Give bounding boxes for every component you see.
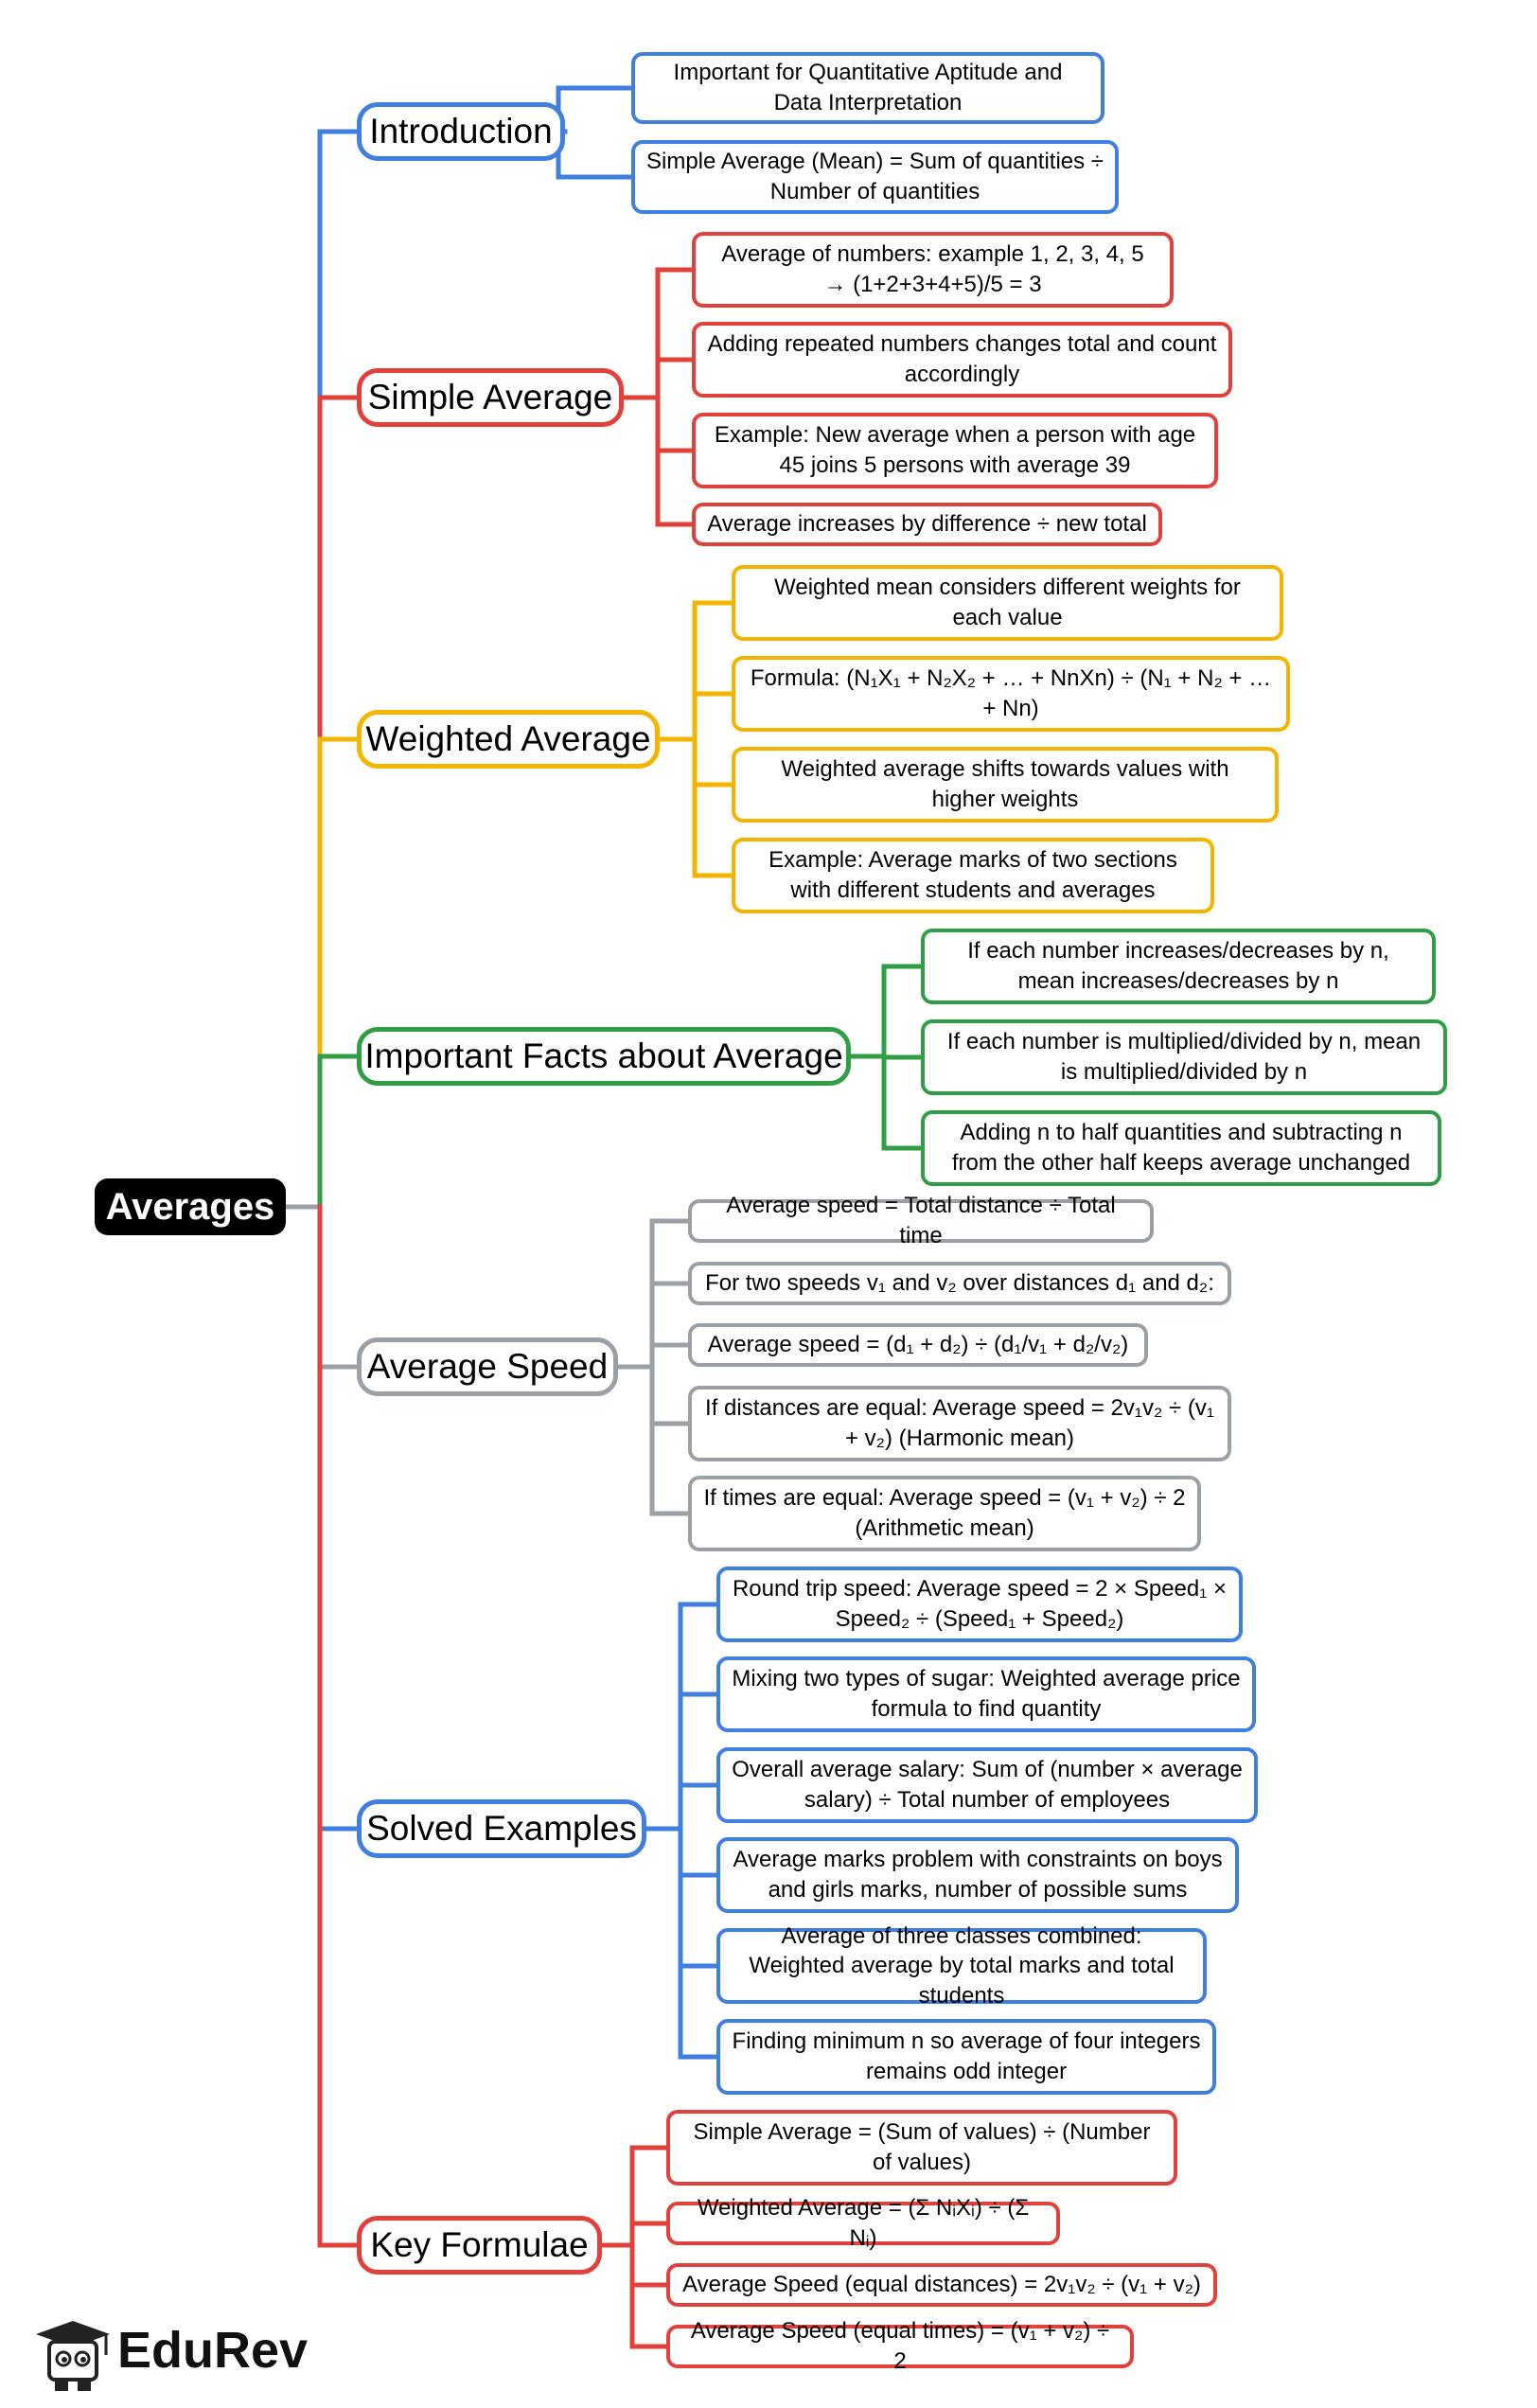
- leaf-solved-examples-1: Round trip speed: Average speed = 2 × Sp…: [716, 1567, 1243, 1642]
- leaf-important-facts-about-average-2: If each number is multiplied/divided by …: [921, 1019, 1447, 1095]
- leaf-weighted-average-4: Example: Average marks of two sections w…: [732, 838, 1214, 913]
- brand-name: EduRev: [117, 2322, 309, 2379]
- branch-important-facts-about-average: Important Facts about Average: [357, 1027, 851, 1086]
- branch-average-speed: Average Speed: [357, 1337, 618, 1396]
- leaf-average-speed-4: If distances are equal: Average speed = …: [688, 1386, 1231, 1461]
- leaf-solved-examples-3: Overall average salary: Sum of (number ×…: [716, 1747, 1258, 1823]
- branch-solved-examples: Solved Examples: [357, 1799, 646, 1858]
- branch-weighted-average: Weighted Average: [357, 710, 660, 769]
- branch-introduction: Introduction: [357, 102, 565, 161]
- leaf-key-formulae-1: Simple Average = (Sum of values) ÷ (Numb…: [666, 2110, 1177, 2186]
- leaf-introduction-2: Simple Average (Mean) = Sum of quantitie…: [631, 140, 1119, 214]
- leaf-important-facts-about-average-1: If each number increases/decreases by n,…: [921, 929, 1436, 1004]
- leaf-key-formulae-2: Weighted Average = (Σ NᵢXᵢ) ÷ (Σ Nᵢ): [666, 2195, 1060, 2251]
- leaf-solved-examples-6: Finding minimum n so average of four int…: [716, 2019, 1216, 2095]
- leaf-simple-average-4: Average increases by difference ÷ new to…: [692, 503, 1162, 546]
- graduation-cap-mascot-icon: [36, 2321, 110, 2391]
- leaf-weighted-average-2: Formula: (N₁X₁ + N₂X₂ + … + NnXn) ÷ (N₁ …: [732, 656, 1290, 732]
- leaf-weighted-average-1: Weighted mean considers different weight…: [732, 565, 1283, 641]
- leaf-average-speed-5: If times are equal: Average speed = (v₁ …: [688, 1476, 1201, 1551]
- branch-simple-average: Simple Average: [357, 368, 624, 427]
- leaf-important-facts-about-average-3: Adding n to half quantities and subtract…: [921, 1110, 1441, 1186]
- leaf-average-speed-1: Average speed = Total distance ÷ Total t…: [688, 1193, 1154, 1248]
- branch-key-formulae: Key Formulae: [357, 2216, 602, 2275]
- leaf-solved-examples-5: Average of three classes combined: Weigh…: [716, 1923, 1207, 2009]
- edurev-logo: EduRev: [32, 2315, 316, 2397]
- leaf-weighted-average-3: Weighted average shifts towards values w…: [732, 747, 1279, 823]
- leaf-simple-average-3: Example: New average when a person with …: [692, 413, 1218, 488]
- leaf-key-formulae-3: Average Speed (equal distances) = 2v₁v₂ …: [666, 2263, 1217, 2307]
- leaf-average-speed-3: Average speed = (d₁ + d₂) ÷ (d₁/v₁ + d₂/…: [688, 1323, 1148, 1367]
- root-node: Averages: [95, 1178, 286, 1235]
- leaf-solved-examples-2: Mixing two types of sugar: Weighted aver…: [716, 1656, 1256, 1732]
- leaf-solved-examples-4: Average marks problem with constraints o…: [716, 1837, 1239, 1913]
- leaf-simple-average-2: Adding repeated numbers changes total an…: [692, 322, 1232, 398]
- leaf-key-formulae-4: Average Speed (equal times) = (v₁ + v₂) …: [666, 2318, 1134, 2374]
- leaf-average-speed-2: For two speeds v₁ and v₂ over distances …: [688, 1262, 1231, 1305]
- leaf-simple-average-1: Average of numbers: example 1, 2, 3, 4, …: [692, 232, 1174, 308]
- leaf-introduction-1: Important for Quantitative Aptitude and …: [631, 52, 1104, 124]
